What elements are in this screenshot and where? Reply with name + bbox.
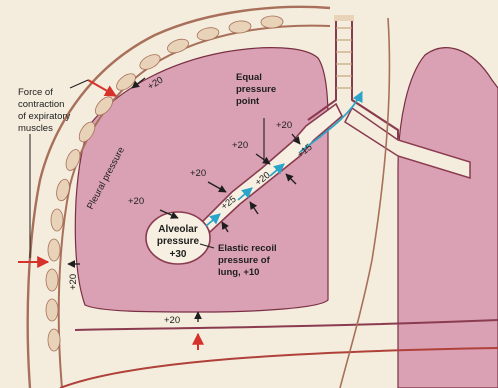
alveolar-label-1: Alveolar bbox=[158, 224, 198, 235]
airway-left-value: +20 bbox=[128, 196, 144, 207]
alveolar-value: +30 bbox=[170, 249, 187, 260]
equal-label-1: Equal bbox=[236, 72, 262, 83]
airway-mid-value: +20 bbox=[190, 168, 206, 179]
airway-upper-value: +20 bbox=[276, 120, 292, 131]
airway-right-value: +20 bbox=[232, 140, 248, 151]
pleural-bottom-value: +20 bbox=[164, 315, 180, 326]
force-label-1: Force of bbox=[18, 87, 53, 98]
elastic-label-1: Elastic recoil bbox=[218, 243, 277, 254]
right-lung bbox=[398, 48, 498, 388]
force-label-2: contraction bbox=[18, 99, 64, 110]
equal-label-2: pressure bbox=[236, 84, 276, 95]
force-label-3: of expiratory bbox=[18, 111, 71, 122]
elastic-label-3: lung, +10 bbox=[218, 267, 259, 278]
pleural-left-value: +20 bbox=[68, 274, 79, 290]
force-label-4: muscles bbox=[18, 123, 53, 134]
elastic-label-2: pressure of bbox=[218, 255, 271, 266]
equal-label-3: point bbox=[236, 96, 260, 107]
alveolar-label-2: pressure bbox=[157, 236, 200, 247]
